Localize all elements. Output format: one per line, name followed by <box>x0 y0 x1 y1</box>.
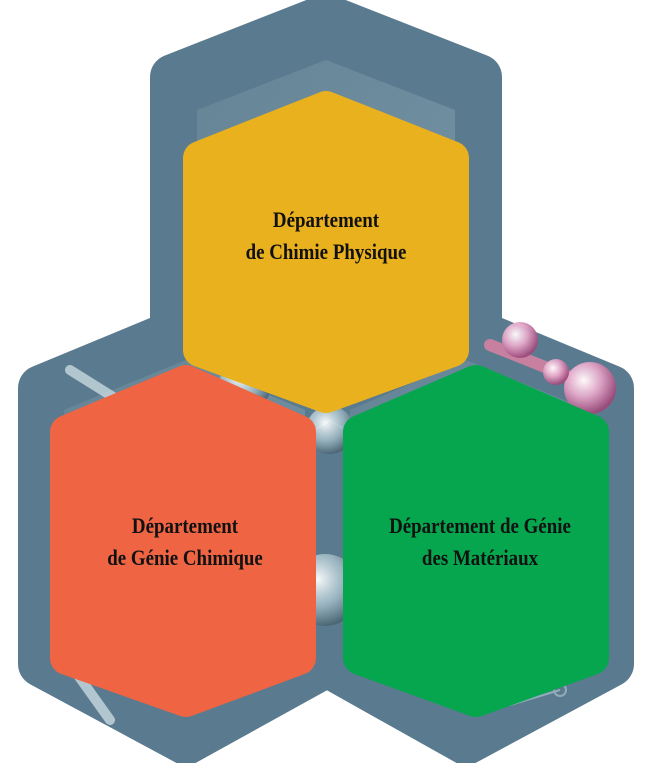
hex-chimie-physique <box>183 91 469 413</box>
pink-sphere-large <box>564 362 616 414</box>
genie-materiaux-line1: Département de Génie <box>389 513 571 538</box>
chimie-physique-line1: Département <box>272 207 380 232</box>
pink-sphere-mid <box>543 359 569 385</box>
label-genie-materiaux: Département de Génie des Matériaux <box>379 502 582 582</box>
hex-genie-materiaux <box>343 365 609 717</box>
glass-sphere-center <box>306 406 354 454</box>
label-chimie-physique: Département de Chimie Physique <box>240 196 412 276</box>
genie-materiaux-line2: des Matériaux <box>421 545 539 570</box>
chimie-physique-line2: de Chimie Physique <box>245 239 407 264</box>
genie-chimique-line1: Département <box>131 513 239 538</box>
department-hexagons <box>50 91 609 717</box>
hex-genie-chimique <box>50 365 316 717</box>
label-genie-chimique: Département de Génie Chimique <box>96 502 273 582</box>
pink-sphere-small <box>502 322 538 358</box>
genie-chimique-line2: de Génie Chimique <box>107 545 263 570</box>
